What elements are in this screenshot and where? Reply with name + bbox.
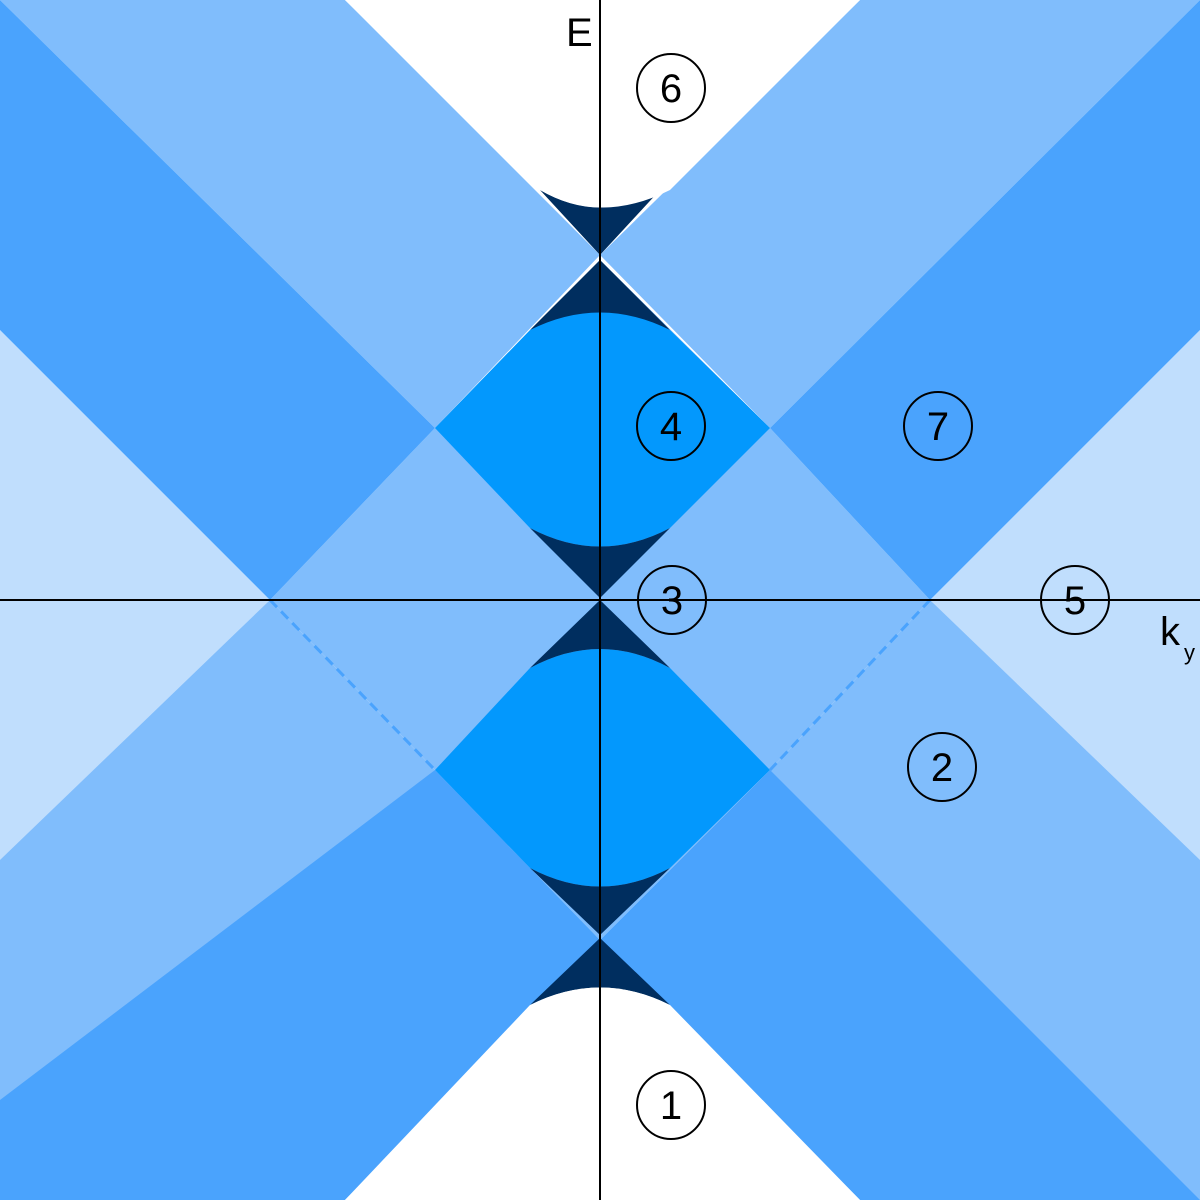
region-label-3: 3 (637, 565, 707, 635)
medium-band-bottom-right (600, 770, 1200, 1200)
medium-band-top-left (0, 0, 435, 600)
energy-axis-label: E (566, 11, 593, 55)
svg-text:2: 2 (931, 746, 953, 790)
light-band-top-left (0, 0, 600, 428)
svg-text:5: 5 (1064, 579, 1086, 623)
svg-text:6: 6 (660, 67, 682, 111)
region-label-7: 7 (903, 391, 973, 461)
svg-text:3: 3 (661, 579, 683, 623)
region-label-6: 6 (636, 53, 706, 123)
region-label-4: 4 (636, 391, 706, 461)
svg-text:1: 1 (660, 1084, 682, 1128)
medium-band-top-right (770, 0, 1200, 600)
region-label-5: 5 (1040, 565, 1110, 635)
region-label-1: 1 (636, 1070, 706, 1140)
ky-axis-subscript: y (1184, 640, 1195, 665)
svg-text:7: 7 (927, 405, 949, 449)
ky-axis-label: k (1160, 610, 1181, 654)
dashed-line-left (268, 598, 437, 772)
region-label-2: 2 (907, 732, 977, 802)
bright-lobe-upper (435, 310, 770, 547)
white-well-bottom (345, 987, 860, 1200)
bright-lobe-lower (435, 649, 770, 887)
light-band-top-right (600, 0, 1200, 428)
dashed-line-right (768, 598, 932, 772)
white-well-top (345, 0, 860, 208)
svg-text:4: 4 (660, 405, 682, 449)
